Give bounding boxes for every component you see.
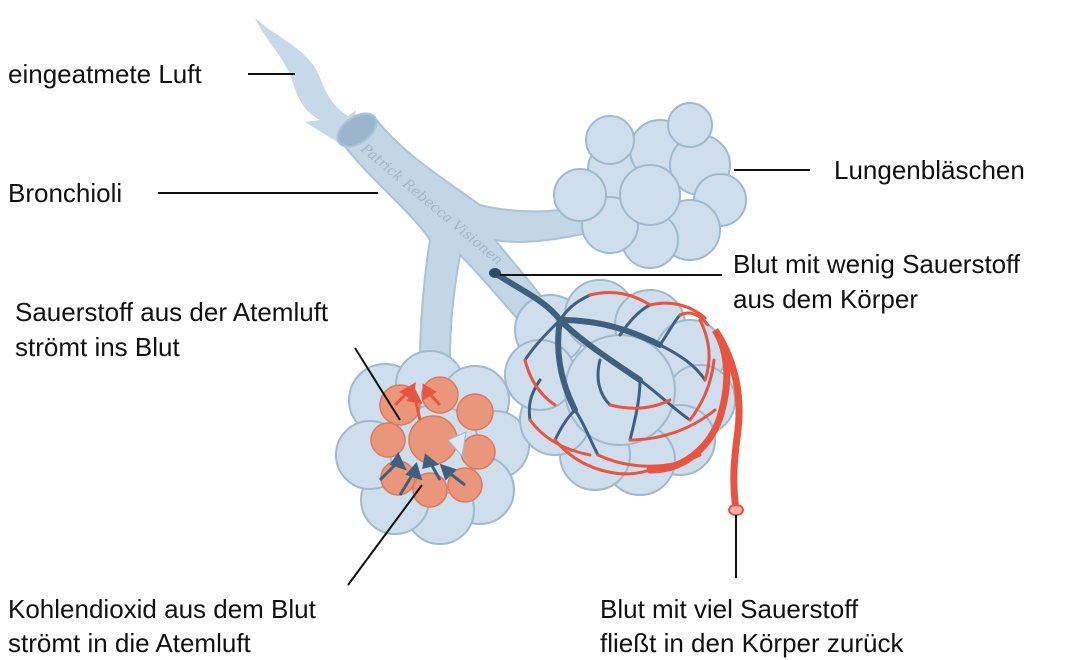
alveoli-cluster-upper	[554, 103, 746, 268]
label-deoxygenated-line2: aus dem Körper	[733, 282, 918, 316]
label-oxygenated-line2: fließt in den Körper zurück	[600, 626, 903, 660]
label-oxygen-in-line1: Sauerstoff aus der Atemluft	[15, 295, 328, 329]
deoxygenated-inflow-end	[489, 268, 501, 278]
capillary-cluster	[489, 268, 743, 515]
label-co2-out-line1: Kohlendioxid aus dem Blut	[8, 592, 316, 626]
label-co2-out-line2: strömt in die Atemluft	[8, 626, 251, 660]
label-bronchioles: Bronchioli	[8, 176, 122, 210]
label-oxygen-in-line2: strömt ins Blut	[15, 330, 180, 364]
label-deoxygenated-line1: Blut mit wenig Sauerstoff	[733, 247, 1020, 281]
label-inhaled-air: eingeatmete Luft	[8, 57, 202, 91]
label-oxygenated-line1: Blut mit viel Sauerstoff	[600, 592, 858, 626]
alveoli-cluster-exchange	[336, 351, 529, 544]
label-alveoli: Lungenbläschen	[834, 153, 1025, 187]
